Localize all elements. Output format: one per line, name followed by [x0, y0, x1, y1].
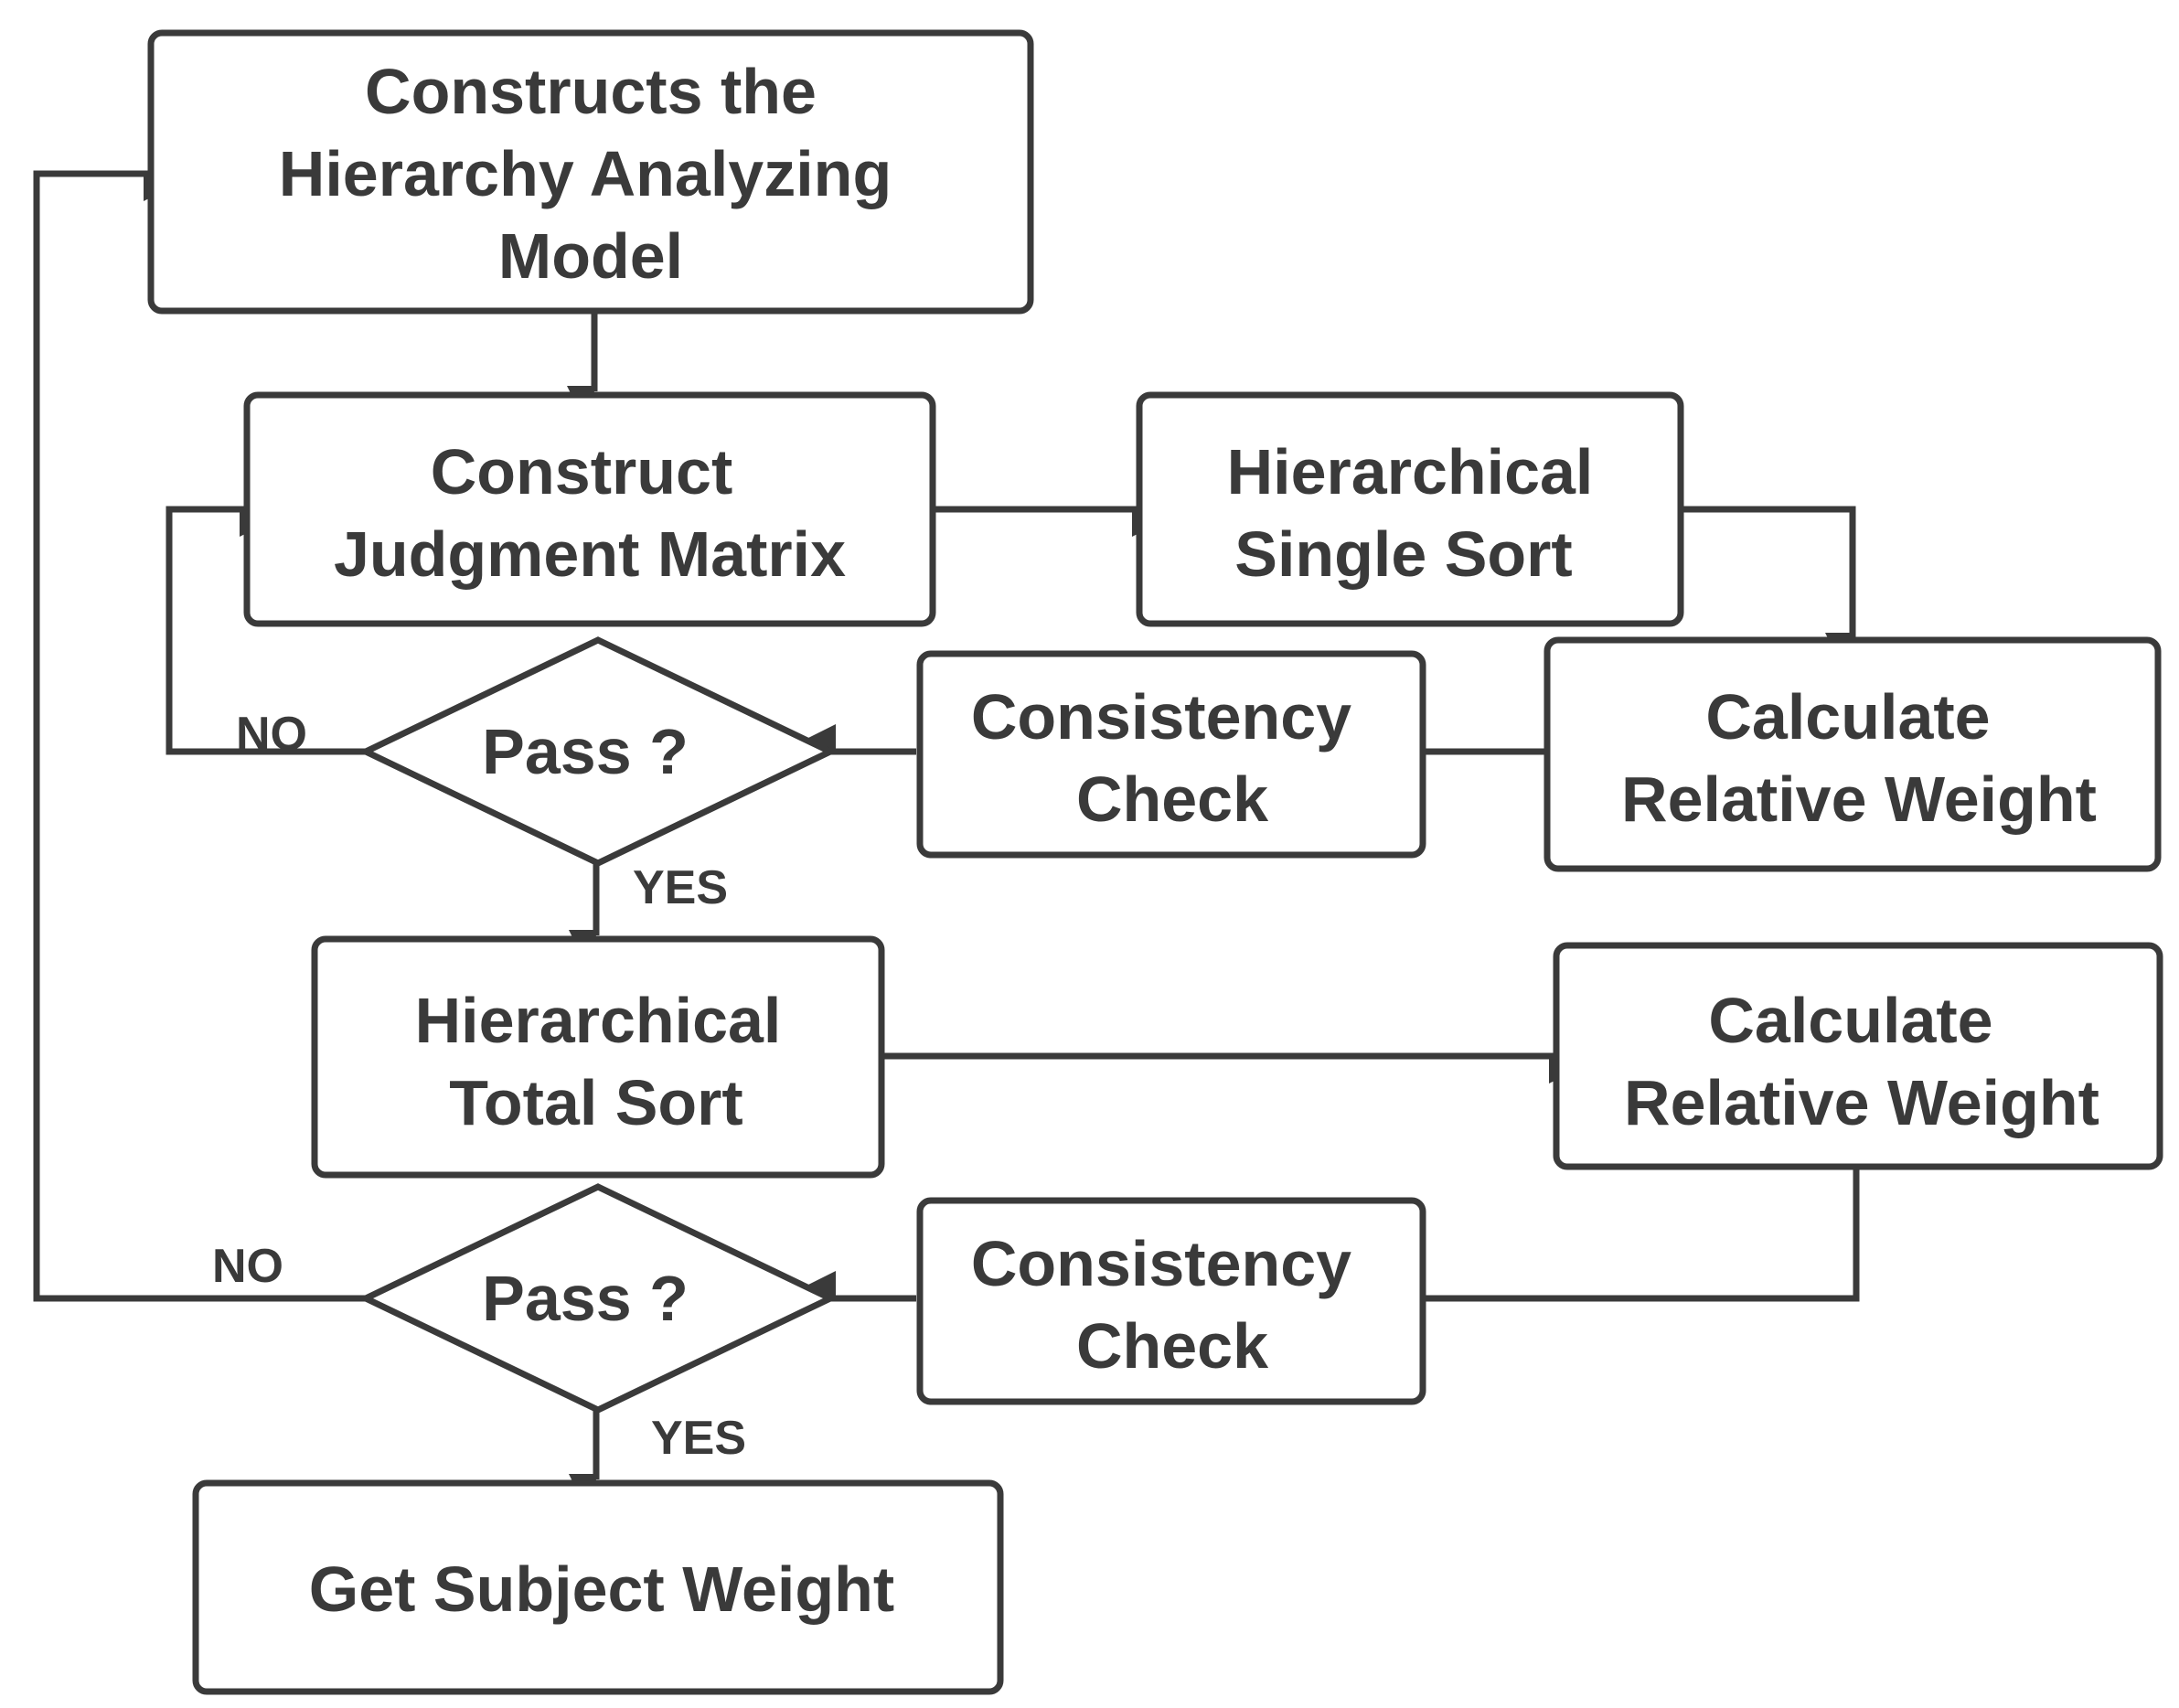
edge-weight2-to-check2: [1395, 1167, 1860, 1302]
node-consistency-check-1-line2: Check: [1076, 763, 1268, 835]
node-consistency-check-2: Consistency Check: [916, 1197, 1426, 1405]
node-construct-model-line1: Constructs the: [365, 56, 817, 127]
edge-label-no-2: NO: [212, 1240, 283, 1293]
node-construct-judgment-matrix: Construct Judgment Matrix: [243, 391, 936, 627]
edge-single-sort-to-weight1: [1681, 506, 1856, 663]
node-get-subject-weight: Get Subject Weight: [192, 1479, 1004, 1695]
edge-pass1-no-to-judgment: [166, 506, 366, 755]
node-pass-decision-2-label: Pass ?: [482, 1263, 689, 1334]
node-consistency-check-1: Consistency Check: [916, 650, 1426, 859]
node-construct-model: Constructs the Hierarchy Analyzing Model: [147, 29, 1034, 315]
node-hierarchical-total-sort-line2: Total Sort: [449, 1067, 742, 1138]
node-calculate-relative-weight-2-line1: Calculate: [1708, 985, 1992, 1056]
edge-label-yes-1: YES: [633, 861, 728, 914]
edge-pass2-no-to-model: [33, 170, 366, 1302]
edges: [33, 170, 1860, 1504]
edge-label-yes-2: YES: [651, 1412, 746, 1465]
node-hierarchical-total-sort: Hierarchical Total Sort: [311, 935, 885, 1179]
node-hierarchical-total-sort-line1: Hierarchical: [415, 985, 782, 1056]
node-calculate-relative-weight-1: Calculate Relative Weight: [1543, 636, 2162, 872]
node-construct-judgment-matrix-line2: Judgment Matrix: [334, 518, 846, 590]
node-calculate-relative-weight-2-line2: Relative Weight: [1624, 1067, 2099, 1138]
node-calculate-relative-weight-2: Calculate Relative Weight: [1553, 942, 2163, 1170]
node-pass-decision-1: Pass ?: [358, 636, 838, 867]
node-hierarchical-single-sort: Hierarchical Single Sort: [1136, 391, 1684, 627]
node-consistency-check-2-line1: Consistency: [971, 1228, 1351, 1299]
node-construct-model-line2: Hierarchy Analyzing: [279, 138, 892, 209]
node-calculate-relative-weight-1-line2: Relative Weight: [1621, 763, 2097, 835]
node-consistency-check-2-line2: Check: [1076, 1310, 1268, 1382]
node-pass-decision-1-label: Pass ?: [482, 716, 689, 787]
node-pass-decision-2: Pass ?: [358, 1183, 838, 1414]
node-get-subject-weight-label: Get Subject Weight: [309, 1553, 894, 1625]
node-calculate-relative-weight-1-line1: Calculate: [1705, 681, 1990, 753]
node-hierarchical-single-sort-line1: Hierarchical: [1227, 436, 1594, 507]
node-hierarchical-single-sort-line2: Single Sort: [1234, 518, 1572, 590]
node-construct-judgment-matrix-line1: Construct: [431, 436, 733, 507]
node-consistency-check-1-line1: Consistency: [971, 681, 1351, 753]
edge-label-no-1: NO: [236, 708, 307, 761]
node-construct-model-line3: Model: [498, 220, 683, 292]
